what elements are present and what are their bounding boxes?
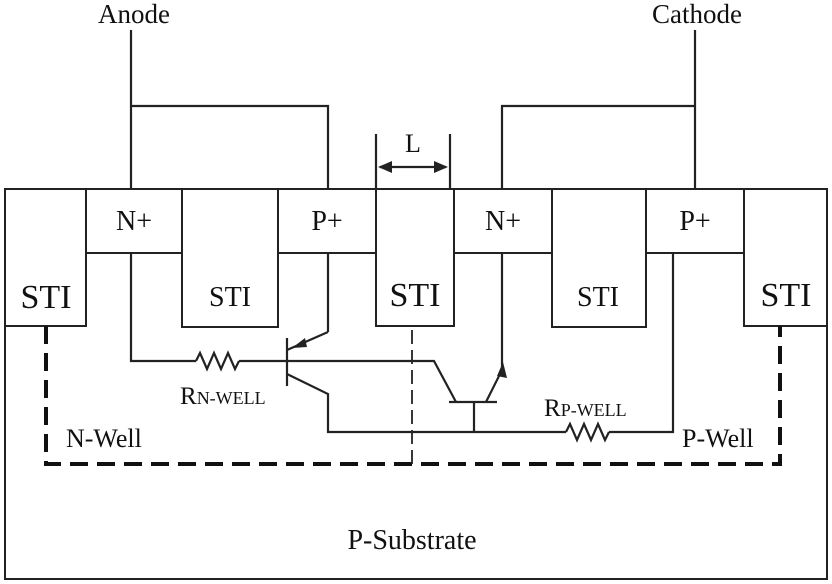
n-well-label: N-Well	[66, 424, 142, 453]
p-well-label: P-Well	[682, 424, 754, 453]
p-plus-left-label: P+	[311, 206, 342, 237]
sti-mid-left-label: STI	[209, 282, 251, 313]
sti-mid-right-label: STI	[577, 282, 619, 313]
dimension-arrowhead-right	[434, 161, 448, 173]
p-substrate-label: P-Substrate	[347, 525, 476, 556]
rn-well-label: RN-WELL	[180, 383, 266, 410]
rp-well-label-sub: P-WELL	[561, 400, 627, 420]
sti-center-label: STI	[390, 277, 441, 314]
cathode-label: Cathode	[652, 0, 742, 29]
sti-left-label: STI	[21, 279, 72, 316]
anode-bridge-wire	[131, 106, 328, 189]
rp-well-label: RP-WELL	[544, 395, 627, 422]
n-plus-left-label: N+	[116, 206, 152, 237]
cathode-bridge-wire	[502, 106, 695, 189]
dimension-l-label: L	[405, 129, 421, 158]
rn-well-label-main: R	[180, 383, 197, 410]
dimension-arrowhead-left	[378, 161, 392, 173]
rp-well-label-main: R	[544, 395, 561, 422]
p-plus-right-label: P+	[679, 206, 710, 237]
rn-well-label-sub: N-WELL	[197, 388, 266, 408]
n-plus-right-label: N+	[485, 206, 521, 237]
anode-label: Anode	[98, 0, 170, 29]
sti-right-label: STI	[761, 277, 812, 314]
